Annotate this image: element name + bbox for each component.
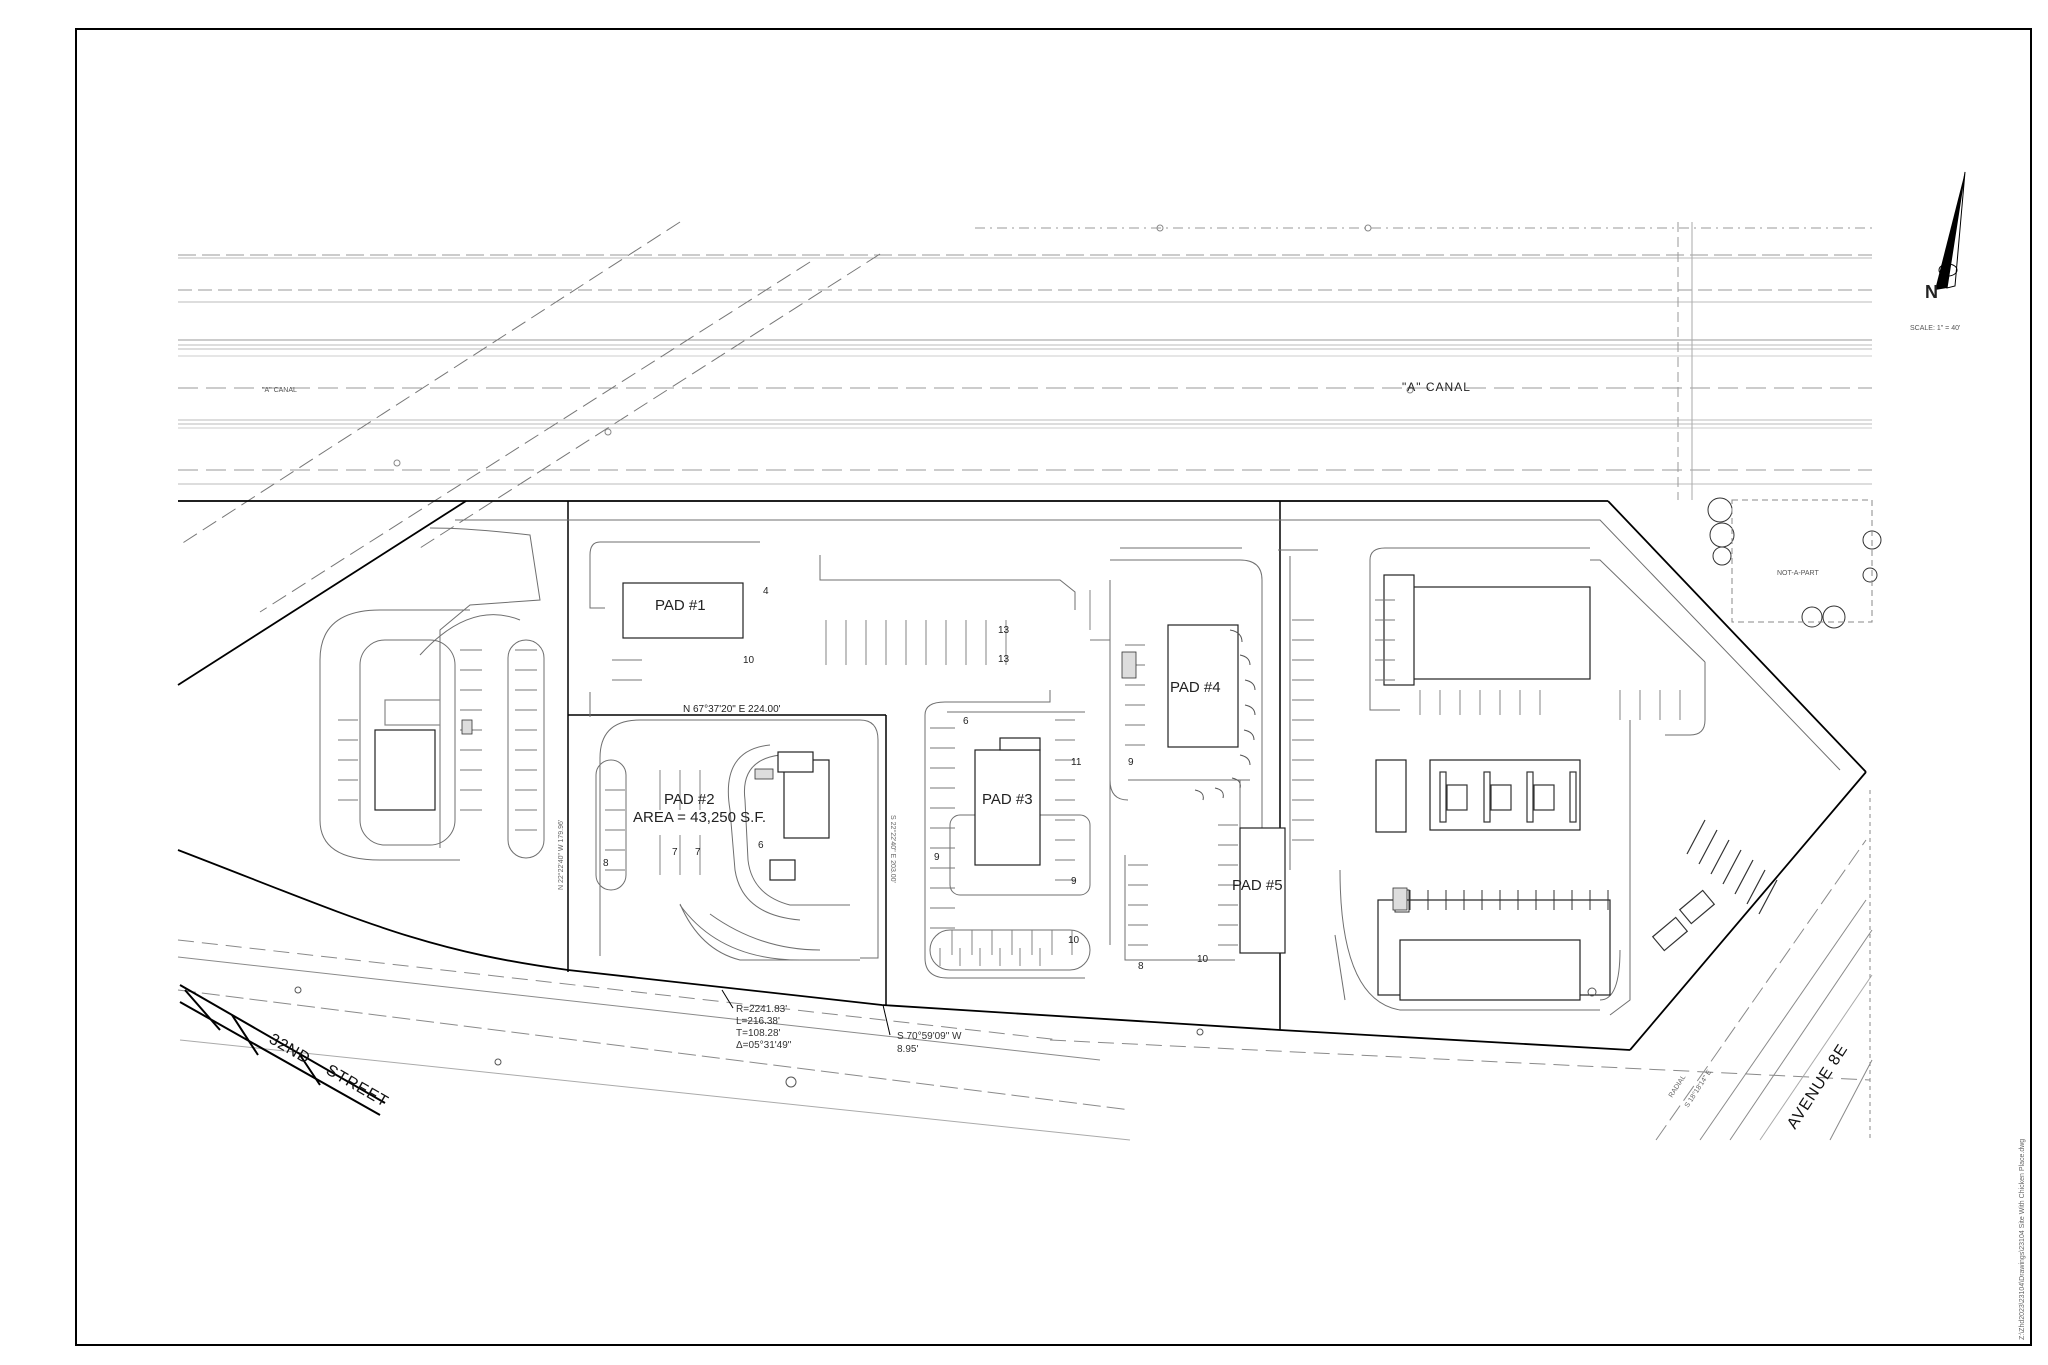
street-label-street: STREET <box>323 1062 391 1111</box>
building-fuel-canopy <box>1429 759 1581 831</box>
file-path: Z:\Zhd2023\23104\Drawings\23104 Site Wit… <box>2019 1139 2026 1340</box>
curve-delta: Δ=05°31'49" <box>736 1040 792 1051</box>
building-chicken-restaurant <box>374 729 436 811</box>
parking-count: 4 <box>763 586 769 597</box>
buildings <box>374 574 1611 1001</box>
curve-leader <box>721 989 734 1009</box>
parking-count: 11 <box>1071 757 1082 768</box>
hatched-areas <box>461 651 1408 911</box>
bearing-pad2-north: N 67°37'20" E 224.00' <box>683 704 781 715</box>
parking-count: 10 <box>1197 954 1209 965</box>
bearing-pad2-east: S 22°22'40" E 203.00' <box>889 815 897 883</box>
south-leader <box>882 1004 891 1036</box>
curve-length: L=216.38' <box>736 1016 780 1027</box>
canal-label: "A" CANAL <box>1402 380 1471 394</box>
parking-count: 13 <box>998 654 1010 665</box>
parking-count: 9 <box>1071 876 1077 887</box>
building-pad1 <box>622 582 744 639</box>
sheet-border <box>75 28 2032 1346</box>
north-letter: N <box>1925 282 1938 302</box>
not-a-part-label: NOT-A-PART <box>1777 570 1819 577</box>
parking-count: 13 <box>998 625 1010 636</box>
drive-thru-lanes <box>419 614 860 961</box>
building-pad4 <box>1167 624 1239 748</box>
canal-utility-markers <box>393 224 1414 467</box>
parking-count: 10 <box>1068 935 1080 946</box>
bearing-pad2-west: N 22°22'40" W 179.96' <box>557 820 565 890</box>
truck-angled-stalls <box>1651 819 1778 952</box>
pad3-label: PAD #3 <box>982 791 1033 808</box>
bearing-south-dist: 8.95' <box>897 1044 918 1055</box>
building-pad5 <box>1239 827 1286 954</box>
pad1-label: PAD #1 <box>655 597 706 614</box>
north-arrow-icon <box>1935 171 1966 290</box>
trees <box>1707 497 1882 629</box>
pad2-label: PAD #2 <box>664 791 715 808</box>
curve-radius: R=2241.83' <box>736 1004 787 1015</box>
parking-count: 6 <box>758 840 764 851</box>
pad4-curved-parking <box>1194 629 1256 801</box>
parking-count: 7 <box>672 847 678 858</box>
building-retail-northeast <box>1409 586 1591 680</box>
parking-stall-rows <box>338 590 1681 966</box>
parking-count: 6 <box>963 716 969 727</box>
fuel-pumps <box>1439 771 1577 823</box>
pad4-label: PAD #4 <box>1170 679 1221 696</box>
canal-band <box>177 221 1872 613</box>
parking-count: 9 <box>1128 757 1134 768</box>
parking-count: 8 <box>1138 961 1144 972</box>
street-label-32nd: 32ND <box>266 1031 313 1068</box>
canal-small-label: "A" CANAL <box>262 387 297 394</box>
curve-tangent: T=108.28' <box>736 1028 781 1039</box>
radial-label: RADIAL <box>1668 1074 1688 1099</box>
street-lines <box>177 790 1873 1141</box>
building-pad2 <box>783 759 830 839</box>
parking-count: 7 <box>695 847 701 858</box>
parking-count: 9 <box>934 852 940 863</box>
parking-count: 8 <box>603 858 609 869</box>
not-a-part-parcel <box>1731 499 1873 623</box>
scale-label: SCALE: 1" = 40' <box>1910 325 1960 332</box>
property-boundary <box>177 500 1867 1051</box>
building-pad3 <box>974 749 1041 866</box>
radial-bearing: S 18°18'14" E <box>1683 1068 1713 1109</box>
utility-markers <box>294 986 1597 1088</box>
pad2-area-label: AREA = 43,250 S.F. <box>633 809 766 826</box>
street-edge <box>179 984 386 1116</box>
pad5-label: PAD #5 <box>1232 877 1283 894</box>
bearing-south-line: S 70°59'09" W <box>897 1031 962 1042</box>
store-front-stalls <box>1394 889 1609 913</box>
parking-lot-curbs <box>319 519 1841 1016</box>
parking-count: 10 <box>743 655 755 666</box>
